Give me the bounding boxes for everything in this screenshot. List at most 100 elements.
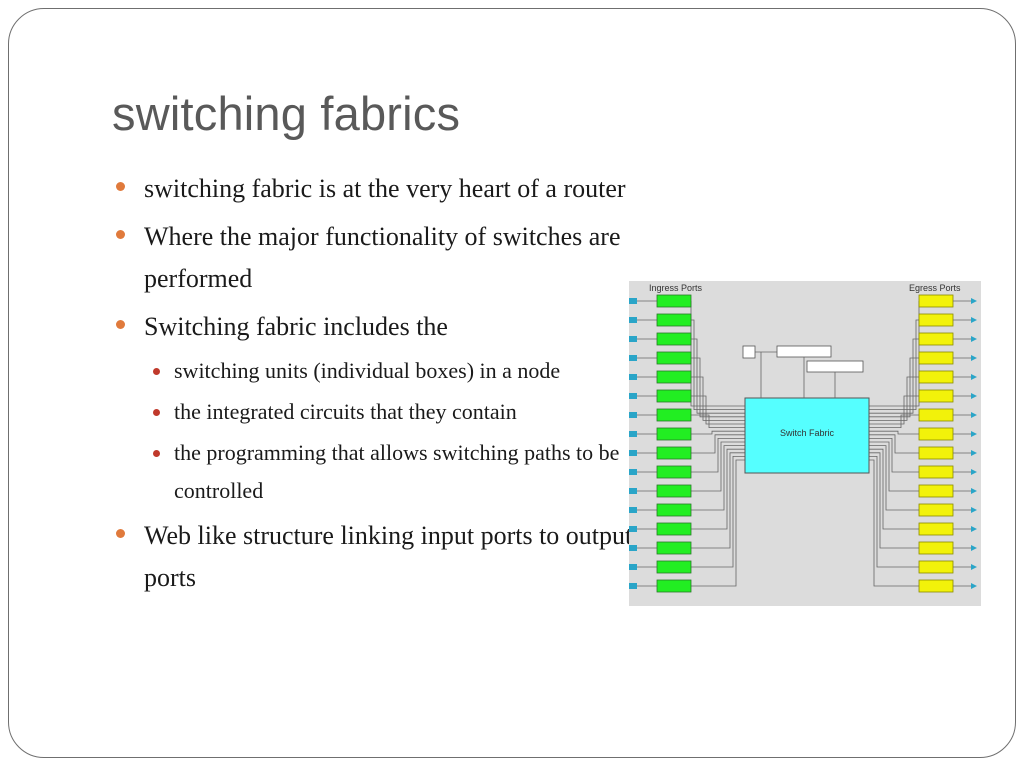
ingress-connector: [629, 355, 637, 361]
egress-connector: [971, 431, 977, 437]
egress-connector: [971, 336, 977, 342]
ingress-wire: [691, 376, 745, 421]
egress-connector: [971, 374, 977, 380]
control-unit: [806, 360, 864, 373]
ingress-wire: [691, 414, 745, 429]
egress-connector: [971, 564, 977, 570]
egress-connector: [971, 412, 977, 418]
ingress-port: [656, 389, 692, 403]
egress-wire: [869, 338, 919, 414]
bullet-item: Switching fabric includes the: [116, 306, 636, 348]
ingress-port: [656, 465, 692, 479]
ingress-connector: [629, 507, 637, 513]
sub-bullet-text: the integrated circuits that they contai…: [174, 399, 517, 424]
ingress-port: [656, 446, 692, 460]
ingress-connector: [629, 545, 637, 551]
egress-port: [918, 389, 954, 403]
sub-bullet-text: the programming that allows switching pa…: [174, 440, 620, 503]
egress-wire: [869, 430, 919, 435]
ingress-connector: [629, 298, 637, 304]
ingress-wire: [691, 448, 745, 530]
ingress-wire: [691, 357, 745, 418]
sub-bullet-item: the integrated circuits that they contai…: [116, 393, 636, 431]
bullet-icon: [116, 320, 125, 329]
egress-ports-label: Egress Ports: [909, 283, 961, 293]
ingress-connector: [629, 488, 637, 494]
bullet-icon: [116, 230, 125, 239]
ingress-connector: [629, 336, 637, 342]
ingress-port: [656, 332, 692, 346]
ingress-wire: [691, 445, 745, 511]
ingress-wire: [691, 338, 745, 414]
ingress-connector: [629, 583, 637, 589]
egress-connector: [971, 488, 977, 494]
egress-port: [918, 294, 954, 308]
ingress-connector: [629, 317, 637, 323]
egress-port: [918, 579, 954, 593]
egress-wire: [869, 357, 919, 418]
egress-wire: [869, 437, 919, 473]
egress-port: [918, 446, 954, 460]
sub-bullet-text: switching units (individual boxes) in a …: [174, 358, 561, 383]
egress-connector: [971, 298, 977, 304]
egress-connector: [971, 507, 977, 513]
egress-wire: [869, 376, 919, 421]
ingress-ports-label: Ingress Ports: [649, 283, 703, 293]
ingress-wire: [691, 319, 745, 411]
bullet-icon: [116, 182, 125, 191]
egress-wire: [869, 414, 919, 429]
ingress-port: [656, 541, 692, 555]
ingress-connector: [629, 526, 637, 532]
ingress-wire: [691, 455, 745, 568]
egress-wire: [869, 445, 919, 511]
egress-wire: [869, 459, 919, 587]
ingress-wire: [691, 395, 745, 425]
egress-port: [918, 503, 954, 517]
egress-connector: [971, 393, 977, 399]
egress-wire: [869, 319, 919, 411]
ingress-connector: [629, 469, 637, 475]
sub-bullet-item: the programming that allows switching pa…: [116, 434, 636, 510]
port-group: [629, 294, 977, 593]
egress-connector: [971, 317, 977, 323]
ingress-wire: [691, 459, 745, 587]
egress-port: [918, 560, 954, 574]
ingress-port: [656, 408, 692, 422]
ingress-connector: [629, 374, 637, 380]
egress-port: [918, 484, 954, 498]
ingress-port: [656, 370, 692, 384]
egress-port: [918, 408, 954, 422]
ingress-port: [656, 294, 692, 308]
ingress-connector: [629, 564, 637, 570]
egress-port: [918, 427, 954, 441]
ingress-port: [656, 560, 692, 574]
egress-connector: [971, 355, 977, 361]
egress-port: [918, 313, 954, 327]
ingress-port: [656, 522, 692, 536]
bullet-list: switching fabric is at the very heart of…: [116, 168, 636, 605]
egress-wire: [869, 441, 919, 492]
egress-wire: [869, 452, 919, 549]
bullet-text: switching fabric is at the very heart of…: [144, 174, 626, 203]
slide-title: switching fabrics: [112, 87, 461, 140]
ingress-port: [656, 579, 692, 593]
bullet-text: Switching fabric includes the: [144, 312, 448, 341]
bullet-text: Web like structure linking input ports t…: [144, 521, 633, 592]
ingress-port: [656, 313, 692, 327]
ingress-connector: [629, 412, 637, 418]
ingress-connector: [629, 393, 637, 399]
switch-fabric-box: [744, 397, 870, 474]
control-unit: [776, 345, 832, 358]
egress-port: [918, 522, 954, 536]
egress-port: [918, 351, 954, 365]
sub-bullet-icon: [153, 450, 160, 457]
egress-connector: [971, 450, 977, 456]
ingress-connector: [629, 450, 637, 456]
egress-port: [918, 370, 954, 384]
ingress-wire: [691, 441, 745, 492]
fabric-wiring: [690, 301, 920, 587]
switch-fabric-label: Switch Fabric: [780, 428, 835, 438]
egress-port: [918, 541, 954, 555]
sub-bullet-icon: [153, 409, 160, 416]
sub-bullet-item: switching units (individual boxes) in a …: [116, 352, 636, 390]
